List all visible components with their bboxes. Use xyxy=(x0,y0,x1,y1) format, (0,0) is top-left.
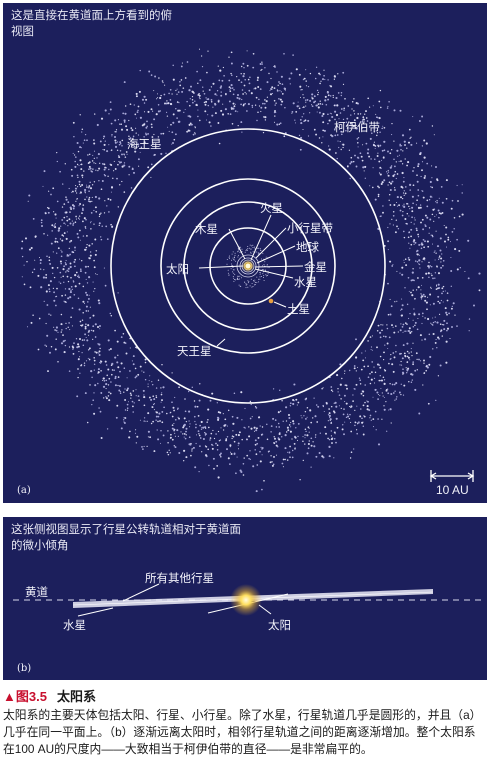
label-sun-side: 太阳 xyxy=(268,618,291,632)
label-asteroid-belt: 小行星带 xyxy=(287,221,333,235)
top-view-panel: 这是直接在黄道面上方看到的俯视图 海王星 柯伊伯带 火星 木星 小行星带 地球 … xyxy=(3,3,487,503)
figure-title: 太阳系 xyxy=(56,689,96,704)
label-sun: 太阳 xyxy=(166,262,189,276)
neptune-orbit xyxy=(110,128,386,404)
panel-a-tag: (a) xyxy=(17,485,31,496)
saturn-orbit xyxy=(183,201,313,331)
scale-label: 10 AU xyxy=(436,483,469,497)
saturn-planet xyxy=(268,298,274,304)
sun xyxy=(245,263,251,269)
label-uranus: 天王星 xyxy=(177,344,212,358)
figure-number: ▲图3.5 xyxy=(3,689,47,704)
scale-bar xyxy=(429,470,475,482)
label-venus: 金星 xyxy=(304,260,327,274)
label-mercury: 水星 xyxy=(294,275,317,289)
label-jupiter: 木星 xyxy=(195,222,218,236)
side-view-diagram xyxy=(13,583,481,617)
side-view-caption: 这张侧视图显示了行星公转轨道相对于黄道面的微小倾角 xyxy=(11,522,241,552)
uranus-orbit xyxy=(160,178,336,354)
top-view-diagram xyxy=(20,48,481,493)
top-view-caption: 这是直接在黄道面上方看到的俯视图 xyxy=(11,8,172,38)
figure-caption: ▲图3.5 太阳系 太阳系的主要天体包括太阳、行星、小行星。除了水星，行星轨道几乎… xyxy=(3,686,487,758)
label-kuiper-belt: 柯伊伯带 xyxy=(334,120,380,134)
label-ecliptic: 黄道 xyxy=(25,585,48,599)
side-leader-lines xyxy=(77,583,272,617)
leader-lines xyxy=(198,214,304,347)
kuiper-belt xyxy=(20,48,481,493)
sun-side xyxy=(230,584,262,616)
figure-description: 太阳系的主要天体包括太阳、行星、小行星。除了水星，行星轨道几乎是圆形的，并且（a… xyxy=(3,708,482,756)
label-other-planets: 所有其他行星 xyxy=(145,571,214,585)
label-earth: 地球 xyxy=(296,240,319,254)
label-neptune: 海王星 xyxy=(127,137,162,151)
label-mercury-side: 水星 xyxy=(63,618,86,632)
label-saturn: 土星 xyxy=(287,302,310,316)
panel-b-tag: (b) xyxy=(17,663,32,674)
side-view-panel: 这张侧视图显示了行星公转轨道相对于黄道面的微小倾角 黄道 所有其他行星 水星 太… xyxy=(3,517,487,680)
label-mars: 火星 xyxy=(260,201,283,215)
